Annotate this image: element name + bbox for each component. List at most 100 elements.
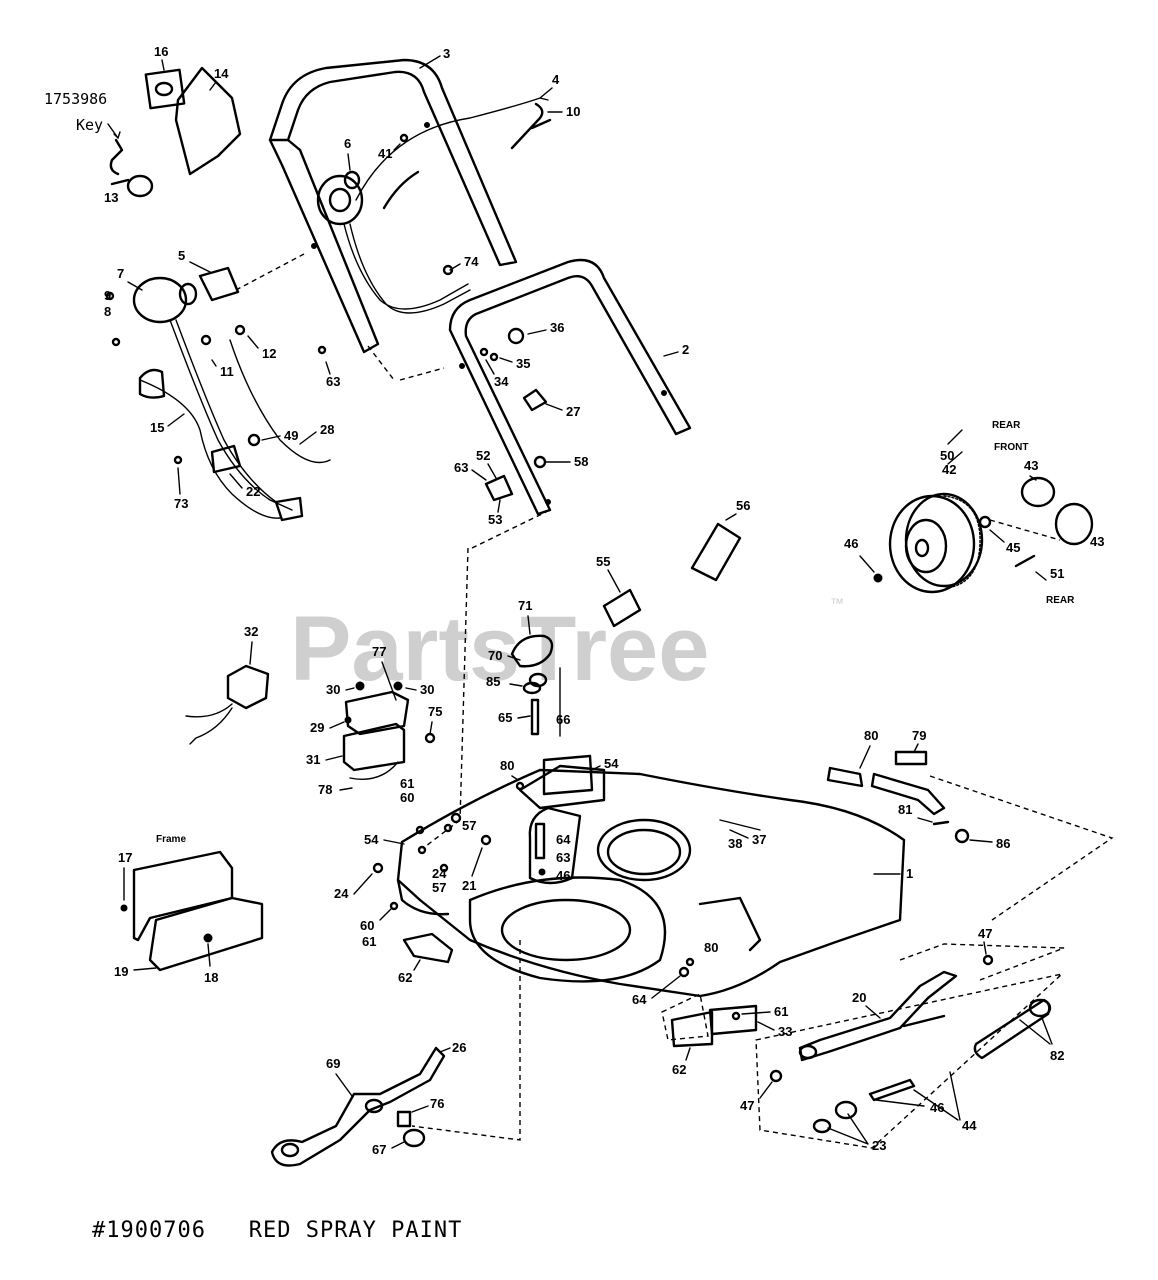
mower-deck-part[interactable]	[396, 764, 906, 998]
callout-13[interactable]: 13	[104, 190, 118, 205]
callout-62b[interactable]: 62	[672, 1062, 686, 1077]
callout-10[interactable]: 10	[566, 104, 580, 119]
callout-27[interactable]: 27	[566, 404, 580, 419]
callout-29[interactable]: 29	[310, 720, 324, 735]
callout-60a[interactable]: 60	[400, 790, 414, 805]
control-cable-part[interactable]	[355, 97, 552, 210]
callout-76[interactable]: 76	[430, 1096, 444, 1111]
callout-80c[interactable]: 80	[704, 940, 718, 955]
callout-58[interactable]: 58	[574, 454, 588, 469]
callout-86[interactable]: 86	[996, 836, 1010, 851]
callout-37[interactable]: 37	[752, 832, 766, 847]
ignition-key-part[interactable]	[109, 66, 242, 198]
callout-22[interactable]: 22	[246, 484, 260, 499]
callout-63a[interactable]: 63	[454, 460, 468, 475]
callout-70[interactable]: 70	[488, 648, 502, 663]
callout-47b[interactable]: 47	[740, 1098, 754, 1113]
throttle-control-part[interactable]	[132, 266, 331, 522]
callout-12[interactable]: 12	[262, 346, 276, 361]
callout-46b[interactable]: 46	[556, 868, 570, 883]
upper-handle-part[interactable]	[268, 58, 518, 354]
callout-31[interactable]: 31	[306, 752, 320, 767]
callout-30a[interactable]: 30	[326, 682, 340, 697]
callout-23[interactable]: 23	[872, 1138, 886, 1153]
callout-55[interactable]: 55	[596, 554, 610, 569]
wheel-part[interactable]	[873, 476, 1094, 594]
rear-axle-part[interactable]	[769, 954, 1052, 1134]
callout-85[interactable]: 85	[486, 674, 500, 689]
callout-15[interactable]: 15	[150, 420, 164, 435]
callout-1[interactable]: 1	[906, 866, 913, 881]
callout-36[interactable]: 36	[550, 320, 564, 335]
deck-bracket-part[interactable]	[402, 932, 758, 1048]
callout-62a[interactable]: 62	[398, 970, 412, 985]
callout-74[interactable]: 74	[464, 254, 479, 269]
callout-44[interactable]: 44	[962, 1118, 977, 1133]
callout-18[interactable]: 18	[204, 970, 218, 985]
callout-69[interactable]: 69	[326, 1056, 340, 1071]
callout-19[interactable]: 19	[114, 964, 128, 979]
callout-14[interactable]: 14	[214, 66, 229, 81]
rear-baffle-part[interactable]	[826, 750, 970, 844]
engine-control-part[interactable]	[316, 170, 471, 314]
callout-47a[interactable]: 47	[978, 926, 992, 941]
callout-71[interactable]: 71	[518, 598, 532, 613]
callout-49[interactable]: 49	[284, 428, 298, 443]
callout-61c[interactable]: 61	[774, 1004, 788, 1019]
center-hardware-part[interactable]	[510, 522, 742, 796]
callout-52[interactable]: 52	[476, 448, 490, 463]
callout-82[interactable]: 82	[1050, 1048, 1064, 1063]
callout-41[interactable]: 41	[378, 146, 392, 161]
callout-64a[interactable]: 64	[556, 832, 571, 847]
callout-35[interactable]: 35	[516, 356, 530, 371]
callout-60b[interactable]: 60	[360, 918, 374, 933]
callout-43b[interactable]: 43	[1090, 534, 1104, 549]
callout-53[interactable]: 53	[488, 512, 502, 527]
callout-79[interactable]: 79	[912, 728, 926, 743]
callout-63c[interactable]: 63	[556, 850, 570, 865]
callout-61b[interactable]: 61	[362, 934, 376, 949]
callout-78[interactable]: 78	[318, 782, 332, 797]
callout-81[interactable]: 81	[898, 802, 912, 817]
callout-4[interactable]: 4	[552, 72, 560, 87]
callout-65[interactable]: 65	[498, 710, 512, 725]
callout-7[interactable]: 7	[117, 266, 124, 281]
callout-67[interactable]: 67	[372, 1142, 386, 1157]
callout-80a[interactable]: 80	[864, 728, 878, 743]
callout-33[interactable]: 33	[778, 1024, 792, 1039]
callout-77[interactable]: 77	[372, 644, 386, 659]
callout-28[interactable]: 28	[320, 422, 334, 437]
callout-38[interactable]: 38	[728, 836, 742, 851]
callout-66[interactable]: 66	[556, 712, 570, 727]
callout-54a[interactable]: 54	[604, 756, 619, 771]
callout-63b[interactable]: 63	[326, 374, 340, 389]
callout-61a[interactable]: 61	[400, 776, 414, 791]
callout-57a[interactable]: 57	[462, 818, 476, 833]
callout-73[interactable]: 73	[174, 496, 188, 511]
callout-2[interactable]: 2	[682, 342, 689, 357]
callout-64b[interactable]: 64	[632, 992, 647, 1007]
callout-43a[interactable]: 43	[1024, 458, 1038, 473]
callout-54b[interactable]: 54	[364, 832, 379, 847]
battery-part[interactable]	[185, 664, 436, 780]
callout-6[interactable]: 6	[344, 136, 351, 151]
callout-21[interactable]: 21	[462, 878, 476, 893]
callout-45[interactable]: 45	[1006, 540, 1020, 555]
callout-9[interactable]: 9	[104, 288, 111, 303]
callout-50[interactable]: 50	[940, 448, 954, 463]
callout-24b[interactable]: 24	[432, 866, 447, 881]
callout-24a[interactable]: 24	[334, 886, 349, 901]
callout-3[interactable]: 3	[443, 46, 450, 61]
callout-34[interactable]: 34	[494, 374, 509, 389]
callout-80b[interactable]: 80	[500, 758, 514, 773]
callout-16[interactable]: 16	[154, 44, 168, 59]
callout-46c[interactable]: 46	[930, 1100, 944, 1115]
callout-51[interactable]: 51	[1050, 566, 1064, 581]
lower-handle-part[interactable]	[448, 258, 692, 516]
callout-56[interactable]: 56	[736, 498, 750, 513]
callout-42[interactable]: 42	[942, 462, 956, 477]
callout-26[interactable]: 26	[452, 1040, 466, 1055]
height-adjuster-part[interactable]	[270, 1046, 446, 1167]
callout-5[interactable]: 5	[178, 248, 185, 263]
callout-75[interactable]: 75	[428, 704, 442, 719]
